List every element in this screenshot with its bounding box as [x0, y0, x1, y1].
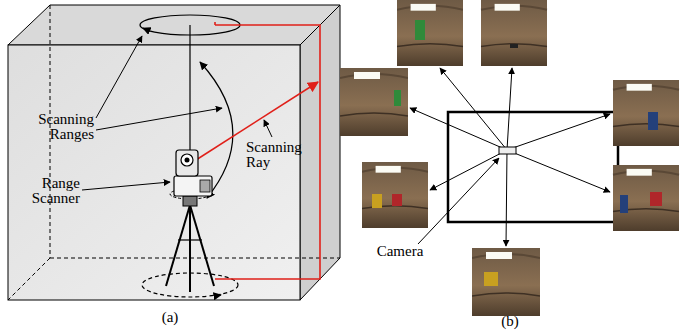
- room-photo: [362, 162, 428, 228]
- vertical-axis: [189, 25, 190, 150]
- room-photo: [340, 68, 408, 136]
- view-arrow: [507, 114, 610, 150]
- text-label: Camera: [370, 244, 430, 259]
- range-arrow: [215, 295, 221, 296]
- room-outline: [448, 112, 618, 222]
- leader-line: [96, 108, 222, 130]
- camera-icon: [499, 147, 516, 154]
- view-arrow: [430, 150, 507, 190]
- text-label: (b): [490, 314, 530, 329]
- view-arrow: [440, 68, 507, 150]
- view-arrow: [506, 150, 507, 246]
- leader-line: [264, 120, 272, 137]
- range-scanner: [166, 150, 214, 292]
- room-photo: [613, 80, 679, 146]
- room-photo: [472, 248, 540, 316]
- text-label: Scanning Ranges: [18, 112, 94, 142]
- leader-line: [96, 36, 142, 118]
- view-arrow: [507, 68, 512, 150]
- text-label: Range Scanner: [18, 176, 80, 206]
- text-label: (a): [150, 310, 190, 325]
- view-arrow: [410, 108, 507, 150]
- scan-plane: [215, 25, 320, 279]
- hidden-edges: [8, 5, 340, 300]
- room-photo: [613, 165, 679, 231]
- front-face: [8, 45, 300, 300]
- text-label: Scanning Ray: [246, 140, 312, 170]
- room-photo: [397, 0, 463, 66]
- range-arrow: [143, 28, 150, 31]
- leader-line: [418, 158, 499, 244]
- leader-line: [82, 182, 170, 190]
- room-photo: [481, 0, 547, 66]
- view-arrow: [507, 150, 610, 192]
